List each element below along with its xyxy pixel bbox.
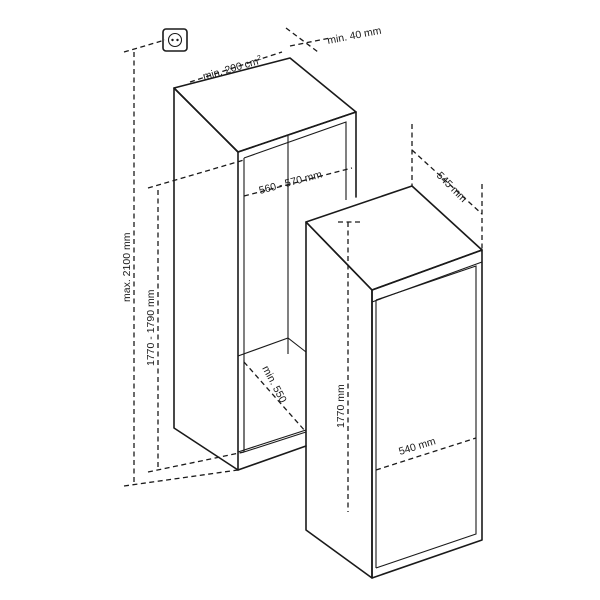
niche-opening: [243, 121, 347, 200]
max-height-label: max. 2100 mm: [121, 232, 133, 302]
appliance-width-label: 540 mm: [397, 435, 437, 458]
appliance-height-label: 1770 mm: [335, 384, 347, 428]
depth-label: 545 mm: [434, 170, 469, 205]
cabinet-niche: [173, 57, 357, 471]
vent-area-label: min. 200 cm2: [202, 54, 264, 82]
niche-height-label: 1770 - 1790 mm: [145, 289, 157, 366]
appliance: [305, 185, 483, 579]
power-socket-icon: [162, 28, 188, 52]
appliance-door: [375, 265, 477, 569]
niche-bottom-shelf: [237, 337, 307, 357]
cabinet-left-side: [173, 87, 239, 471]
dimension-lines: [123, 27, 483, 512]
appliance-front: [371, 249, 483, 579]
appliance-top: [305, 185, 483, 291]
niche-width-label: 560 - 570 mm: [258, 168, 324, 196]
gap-top-label: min. 40 mm: [326, 25, 382, 47]
